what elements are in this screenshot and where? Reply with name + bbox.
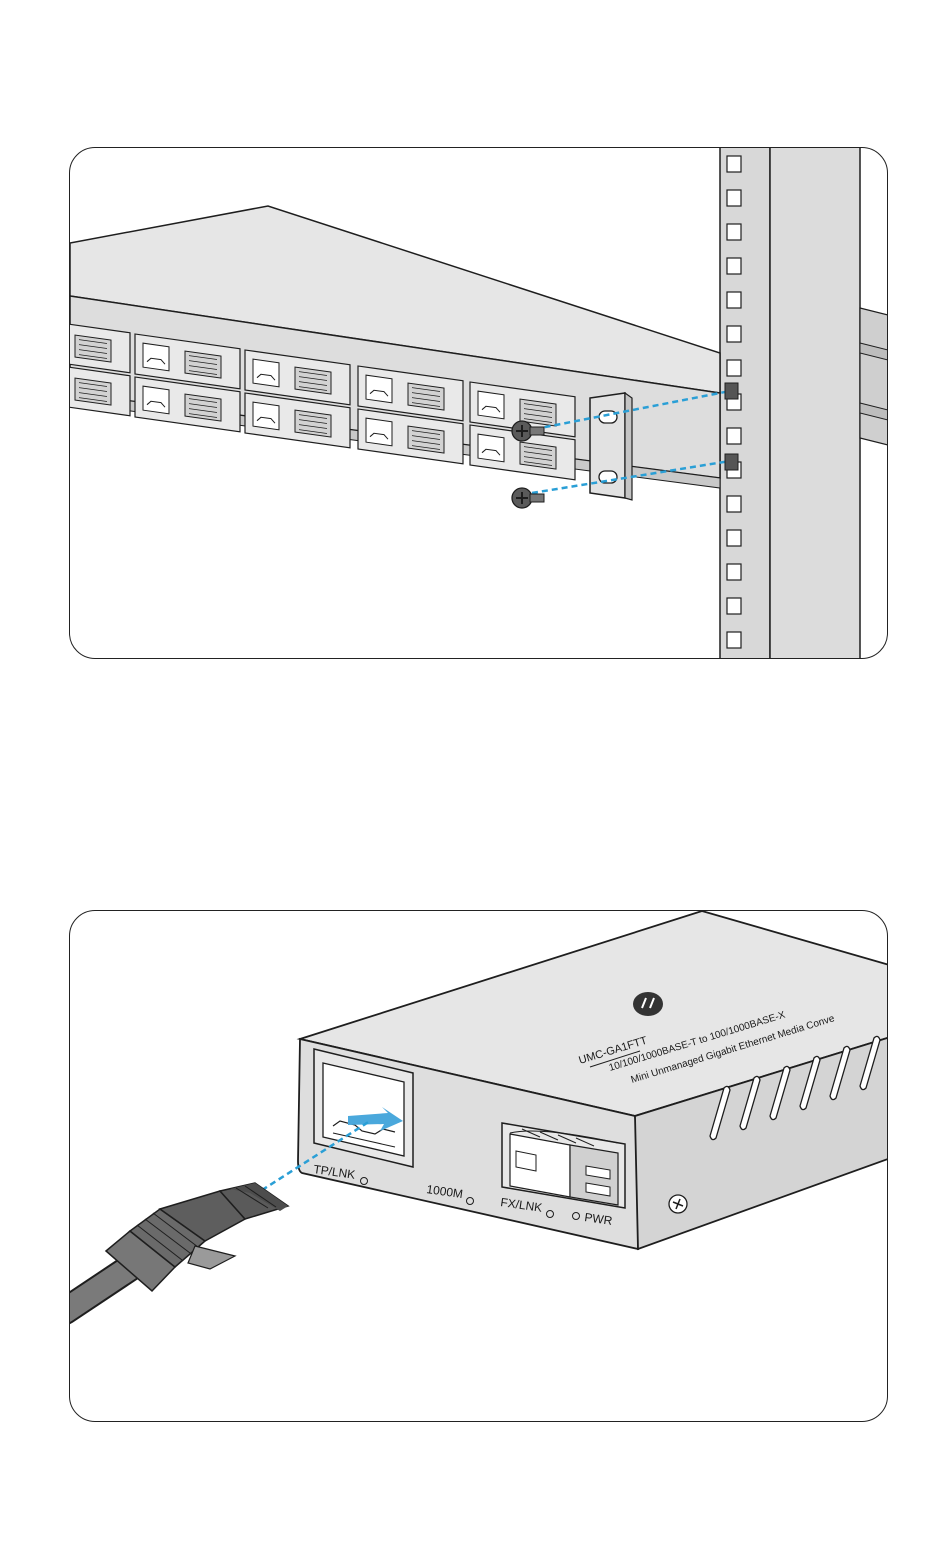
screw-icon [669, 1195, 687, 1213]
rack-hole [727, 156, 741, 172]
brand-logo-icon [633, 992, 663, 1016]
rack-mount-illustration-panel [69, 147, 888, 659]
rack-hole [727, 598, 741, 614]
cage-nut-lower [725, 454, 738, 470]
mounting-ear [590, 393, 632, 500]
screw-icon [512, 488, 544, 508]
cage-nut-upper [725, 383, 738, 399]
rack-hole [727, 632, 741, 648]
media-converter: UMC-GA1FTT 10/100/1000BASE-T to 100/1000… [298, 911, 887, 1249]
rack-hole [727, 292, 741, 308]
rack-rail [720, 148, 887, 658]
cable-connection-illustration: UMC-GA1FTT 10/100/1000BASE-T to 100/1000… [70, 911, 887, 1421]
rj45-cable [70, 1183, 288, 1311]
rack-mount-illustration [70, 148, 887, 658]
rack-hole [727, 530, 741, 546]
rack-hole [727, 360, 741, 376]
rack-hole [727, 224, 741, 240]
rack-hole [727, 564, 741, 580]
cable-connection-illustration-panel: UMC-GA1FTT 10/100/1000BASE-T to 100/1000… [69, 910, 888, 1422]
rack-hole [727, 190, 741, 206]
rack-hole [727, 326, 741, 342]
rack-hole [727, 258, 741, 274]
rack-hole [727, 428, 741, 444]
rack-hole [727, 496, 741, 512]
